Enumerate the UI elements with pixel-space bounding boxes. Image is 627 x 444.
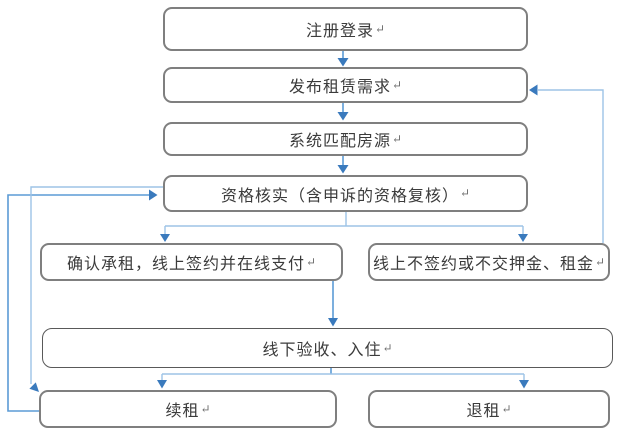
- paragraph-mark: ↵: [382, 340, 393, 355]
- node-match-label: 系统匹配房源: [288, 133, 391, 150]
- node-match: 系统匹配房源↵: [163, 122, 528, 156]
- node-verify: 资格核实（含申诉的资格复核）↵: [163, 175, 528, 212]
- node-register: 注册登录↵: [163, 7, 528, 51]
- node-no-sign: 线上不签约或不交押金、租金↵: [368, 243, 610, 281]
- node-terminate: 退租↵: [368, 390, 610, 428]
- node-checkin-label: 线下验收、入住: [262, 342, 382, 359]
- node-publish-label: 发布租赁需求: [288, 79, 391, 96]
- edge-confirm-checkin: [328, 281, 338, 327]
- edge-register-publish: [337, 51, 349, 67]
- edge-renew-verify-loop: [7, 189, 158, 412]
- paragraph-mark: ↵: [459, 186, 471, 200]
- node-confirm-rent-label: 确认承租，线上签约并在线支付: [66, 256, 305, 273]
- paragraph-mark: ↵: [501, 401, 512, 416]
- node-no-sign-label: 线上不签约或不交押金、租金: [372, 256, 594, 273]
- edge-nosign-publish-loop: [529, 84, 604, 243]
- paragraph-mark: ↵: [391, 77, 403, 92]
- node-terminate-label: 退租: [466, 403, 501, 420]
- paragraph-mark: ↵: [305, 254, 317, 269]
- node-checkin: 线下验收、入住↵: [42, 328, 613, 368]
- node-verify-label: 资格核实（含申诉的资格复核）: [220, 187, 459, 205]
- paragraph-mark: ↵: [200, 401, 211, 416]
- edge-checkin-branches: [157, 368, 529, 389]
- node-renew: 续租↵: [39, 390, 337, 428]
- edge-verify-branches: [160, 212, 528, 242]
- node-register-label: 注册登录: [305, 23, 374, 40]
- paragraph-mark: ↵: [374, 21, 386, 36]
- paragraph-mark: ↵: [391, 131, 403, 146]
- edge-match-verify: [337, 156, 349, 174]
- node-publish: 发布租赁需求↵: [163, 67, 528, 103]
- node-confirm-rent: 确认承租，线上签约并在线支付↵: [40, 243, 343, 281]
- node-renew-label: 续租: [165, 403, 200, 420]
- edge-publish-match: [337, 103, 349, 121]
- paragraph-mark: ↵: [594, 254, 606, 269]
